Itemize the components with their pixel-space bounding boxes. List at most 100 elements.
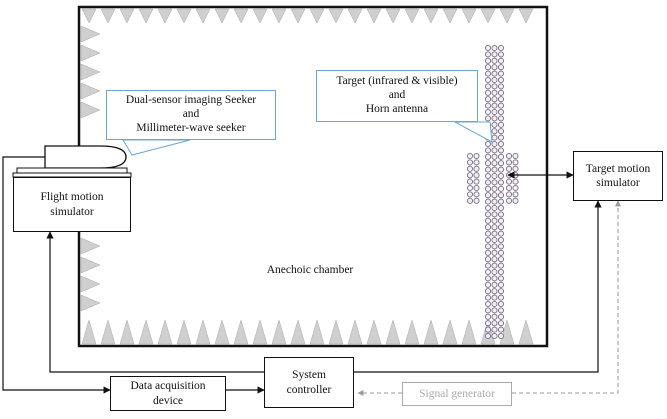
absorber-wedge bbox=[80, 237, 101, 255]
antenna-element bbox=[497, 179, 505, 186]
absorber-wedge bbox=[461, 319, 477, 345]
absorber-wedge bbox=[119, 319, 135, 345]
flight-motion-simulator: Flight motion simulator bbox=[13, 177, 131, 232]
absorber-wedge bbox=[309, 8, 325, 24]
antenna-element bbox=[484, 140, 492, 148]
antenna-element bbox=[497, 288, 505, 295]
antenna-element bbox=[505, 191, 513, 198]
antenna-element bbox=[512, 178, 519, 185]
antenna-element bbox=[491, 198, 498, 205]
absorber-top bbox=[81, 8, 534, 24]
antenna-element bbox=[484, 108, 492, 116]
antenna-element bbox=[484, 275, 492, 282]
antenna-element bbox=[491, 268, 498, 276]
seeker-label-line3: Millimeter-wave seeker bbox=[136, 121, 246, 134]
seeker-label-line1: Dual-sensor imaging Seeker bbox=[125, 94, 257, 107]
antenna-element bbox=[491, 332, 498, 340]
antenna-element bbox=[497, 268, 505, 276]
absorber-wedge bbox=[442, 8, 458, 24]
antenna-element bbox=[466, 184, 474, 192]
controller-to-target-sim-line bbox=[354, 200, 602, 373]
antenna-element bbox=[491, 236, 498, 244]
target-motion-simulator: Target motion simulator bbox=[573, 151, 663, 201]
absorber-wedge bbox=[290, 8, 306, 24]
target-callout: Target (infrared & visible) and Horn ant… bbox=[316, 70, 478, 122]
antenna-element bbox=[484, 332, 492, 340]
antenna-element bbox=[497, 204, 505, 212]
absorber-wedge bbox=[271, 8, 287, 24]
antenna-element bbox=[484, 179, 492, 186]
antenna-element bbox=[497, 326, 505, 333]
antenna-element bbox=[484, 307, 492, 314]
antenna-element bbox=[491, 96, 498, 103]
absorber-wedge bbox=[80, 44, 101, 62]
antenna-element bbox=[484, 262, 492, 269]
seeker-to-daq-line bbox=[2, 156, 111, 394]
absorber-wedge bbox=[518, 319, 534, 345]
antenna-element bbox=[497, 70, 505, 77]
absorber-wedge bbox=[252, 8, 268, 24]
signal-gen-to-target-sim-line bbox=[512, 200, 621, 394]
antenna-element bbox=[491, 230, 498, 237]
antenna-element bbox=[497, 134, 505, 141]
chamber-label: Anechoic chamber bbox=[266, 264, 354, 276]
antenna-element bbox=[484, 256, 492, 263]
antenna-element bbox=[491, 160, 498, 167]
antenna-element bbox=[484, 96, 492, 103]
antenna-element bbox=[491, 166, 498, 173]
antenna-element bbox=[497, 128, 505, 135]
antenna-element bbox=[491, 179, 498, 186]
target-sim-label-line1: Target motion bbox=[585, 162, 651, 175]
absorber-left-upper bbox=[80, 25, 101, 119]
antenna-element bbox=[497, 160, 505, 167]
absorber-wedge bbox=[80, 82, 101, 100]
absorber-wedge bbox=[80, 101, 101, 119]
antenna-element bbox=[491, 172, 498, 180]
antenna-element bbox=[484, 147, 492, 154]
absorber-wedge bbox=[328, 8, 344, 24]
antenna-element bbox=[497, 217, 505, 224]
absorber-wedge bbox=[80, 25, 101, 43]
antenna-element bbox=[497, 320, 505, 327]
antenna-element bbox=[484, 115, 492, 122]
antenna-element bbox=[491, 275, 498, 282]
antenna-element bbox=[497, 294, 505, 301]
target-callout-pointer bbox=[454, 121, 493, 143]
antenna-element bbox=[497, 192, 505, 199]
antenna-element bbox=[497, 243, 505, 250]
antenna-element bbox=[484, 160, 492, 167]
antenna-element bbox=[512, 165, 519, 172]
antenna-element bbox=[505, 197, 513, 204]
seeker-label-line2: and bbox=[182, 108, 200, 121]
antenna-element bbox=[491, 102, 498, 109]
antenna-element bbox=[473, 159, 480, 166]
daq-label-line2: device bbox=[152, 394, 183, 407]
absorber-wedge bbox=[157, 8, 173, 24]
antenna-element bbox=[497, 313, 505, 320]
absorber-wedge bbox=[423, 8, 439, 24]
antenna-element bbox=[491, 108, 498, 116]
antenna-element bbox=[497, 121, 505, 128]
antenna-element bbox=[497, 115, 505, 122]
absorber-wedge bbox=[80, 256, 101, 274]
antenna-element bbox=[484, 57, 492, 64]
antenna-element bbox=[512, 152, 519, 160]
antenna-element bbox=[484, 236, 492, 244]
antenna-element bbox=[484, 51, 492, 58]
absorber-wedge bbox=[80, 63, 101, 81]
antenna-element bbox=[497, 89, 505, 96]
antenna-element bbox=[491, 256, 498, 263]
antenna-element bbox=[491, 294, 498, 301]
target-label-line3: Horn antenna bbox=[365, 102, 429, 115]
antenna-element bbox=[491, 76, 498, 84]
antenna-element bbox=[491, 185, 498, 192]
antenna-element bbox=[491, 134, 498, 141]
antenna-element bbox=[497, 57, 505, 64]
absorber-wedge bbox=[138, 319, 154, 345]
target-sim-label-line2: simulator bbox=[596, 177, 640, 189]
antenna-element bbox=[484, 300, 492, 308]
absorber-wedge bbox=[80, 294, 101, 312]
antenna-element bbox=[491, 243, 498, 250]
antenna-element bbox=[512, 197, 519, 204]
